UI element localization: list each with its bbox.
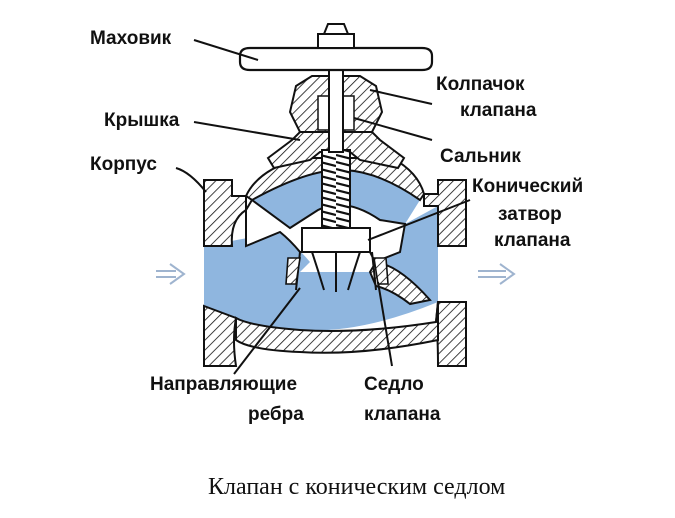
handwheel-label: Маховик: [90, 28, 172, 49]
handwheel: [238, 46, 434, 72]
valve-plug: [301, 227, 371, 253]
seat-leader: [377, 281, 393, 367]
plug-label-line3: клапана: [494, 230, 571, 251]
bonnet-leader: [193, 121, 301, 141]
left-flange: [203, 179, 247, 247]
plug-label-line1: Конический: [472, 176, 583, 197]
body-leader: [175, 167, 207, 193]
seat-label-line2: клапана: [364, 404, 441, 425]
valve-seat: [285, 257, 389, 285]
inlet-arrow-icon: [156, 263, 186, 285]
spindle-thread: [321, 149, 351, 229]
plug-label-line2: затвор: [498, 204, 562, 225]
cap-label-line2: клапана: [460, 100, 537, 121]
ribs-label-line2: ребра: [248, 404, 304, 425]
gland-leader: [353, 117, 433, 141]
ribs-leader: [233, 287, 301, 375]
diagram-caption: Клапан с коническим седлом: [208, 474, 505, 500]
cap-leader: [369, 89, 433, 105]
plug-leader: [367, 199, 471, 241]
right-flange-bottom: [434, 301, 467, 367]
cap-label-line1: Колпачок: [436, 74, 525, 95]
body-label: Корпус: [90, 154, 157, 175]
handwheel-nut-top: [322, 23, 350, 35]
bonnet-label: Крышка: [104, 110, 180, 131]
outlet-arrow-icon: [478, 263, 516, 285]
ribs-label-line1: Направляющие: [150, 374, 297, 395]
seat-label-line1: Седло: [364, 374, 424, 395]
handwheel-nut: [317, 33, 355, 49]
gland-label: Сальник: [440, 146, 521, 167]
handwheel-leader: [193, 39, 259, 61]
